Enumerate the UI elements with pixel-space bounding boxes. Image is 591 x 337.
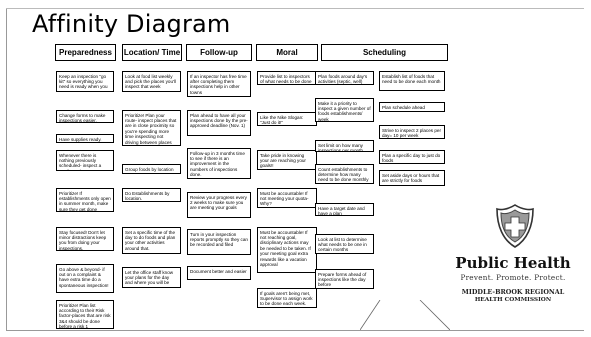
- sticky-note: Make it a priority to inspect a given nu…: [315, 98, 374, 122]
- column-header-location-time: Location/ Time: [122, 44, 182, 61]
- slide-border: [6, 8, 584, 9]
- sticky-note: Like the Nike Slogan: "Just do it!": [257, 112, 317, 126]
- sticky-note: Plan a specific day to just do foods: [379, 150, 445, 164]
- sticky-note: Follow-up in 3 months time to see if the…: [187, 148, 251, 179]
- sticky-note: Count establishments to determine how ma…: [315, 164, 374, 184]
- sticky-note: Prioritize! Plan your route- inspect pla…: [122, 110, 181, 146]
- sticky-note: Go above & beyond- if out on a complaint…: [56, 264, 114, 293]
- sticky-note: Plan schedule ahead: [379, 102, 445, 112]
- sticky-note: Establish list of foods that need to be …: [379, 71, 445, 91]
- sticky-note: Plan ahead to have all your inspections …: [187, 110, 251, 136]
- sticky-note: Set a specific time of the day to do foo…: [122, 227, 181, 254]
- public-health-cross-shield-icon: [496, 204, 534, 248]
- sticky-note: Review your progress every 2 weeks to ma…: [187, 192, 251, 218]
- sticky-note: Do Establishments by location.: [122, 188, 181, 202]
- sticky-note: Prioritize! If establishments only open …: [56, 188, 114, 212]
- sticky-note: Have supplies ready.: [56, 134, 114, 143]
- sticky-note: Prepare forms ahead of inspections like …: [315, 269, 374, 289]
- sticky-note: Change forms to make inspections easier.: [56, 110, 114, 123]
- sticky-note: Take pride in knowing your are reaching …: [257, 150, 317, 170]
- column-header-follow-up: Follow-up: [186, 44, 252, 61]
- slide-border: [6, 330, 584, 331]
- sticky-note: If an inspector has free time after comp…: [187, 71, 251, 97]
- sticky-note: Must be accountable! If not meeting your…: [257, 188, 317, 208]
- logo-tagline: Prevent. Promote. Protect.: [460, 273, 566, 282]
- logo-name: Public Health: [455, 254, 571, 272]
- sticky-note: Strive to inspect 2 places per day= 10 p…: [379, 125, 445, 139]
- sticky-note: Provide list to inspectors of what needs…: [257, 71, 317, 85]
- slide-border: [6, 8, 7, 330]
- column-header-preparedness: Preparedness: [55, 44, 116, 61]
- sticky-note: Turn in your inspection reports promptly…: [187, 229, 251, 255]
- sticky-note: Document better and easier: [187, 266, 251, 280]
- column-header-moral: Moral: [256, 44, 318, 61]
- sticky-note: Look at food list weekly and pick the pl…: [122, 71, 181, 92]
- sticky-note: Set aside days or hours that are strictl…: [379, 170, 445, 186]
- sticky-note: Plan foods around day's activities (sept…: [315, 71, 374, 85]
- sticky-note: If goals aren't being met, Supervisor to…: [257, 288, 317, 308]
- sticky-note: Look at list to determine what needs to …: [315, 234, 374, 254]
- sticky-note: Let the office staff know your plans for…: [122, 267, 181, 288]
- column-header-scheduling: Scheduling: [321, 44, 448, 61]
- decorative-lines: [360, 300, 450, 330]
- sticky-note: Must be accountable! If not reaching goa…: [257, 227, 317, 273]
- slide-title: Affinity Diagram: [32, 10, 231, 38]
- public-health-logo: Public Health Prevent. Promote. Protect.…: [441, 196, 584, 309]
- sticky-note: Keep an inspection "go kit" so everythin…: [56, 71, 114, 92]
- logo-org-line2: HEALTH COMMISSION: [474, 297, 552, 303]
- sticky-note: Stay focused! Don't let minor distractio…: [56, 227, 114, 251]
- sticky-note: Whenever there is nothing previously sch…: [56, 150, 114, 171]
- sticky-note: Group foods by location: [122, 164, 181, 174]
- sticky-note: Prioritize! Plan list according to their…: [56, 300, 114, 329]
- sticky-note: Set limit on how many inspections per mo…: [315, 140, 374, 152]
- sticky-note: Have a target date and have a plan: [315, 203, 374, 216]
- logo-org-line1: MIDDLE-BROOK REGIONAL: [461, 288, 565, 296]
